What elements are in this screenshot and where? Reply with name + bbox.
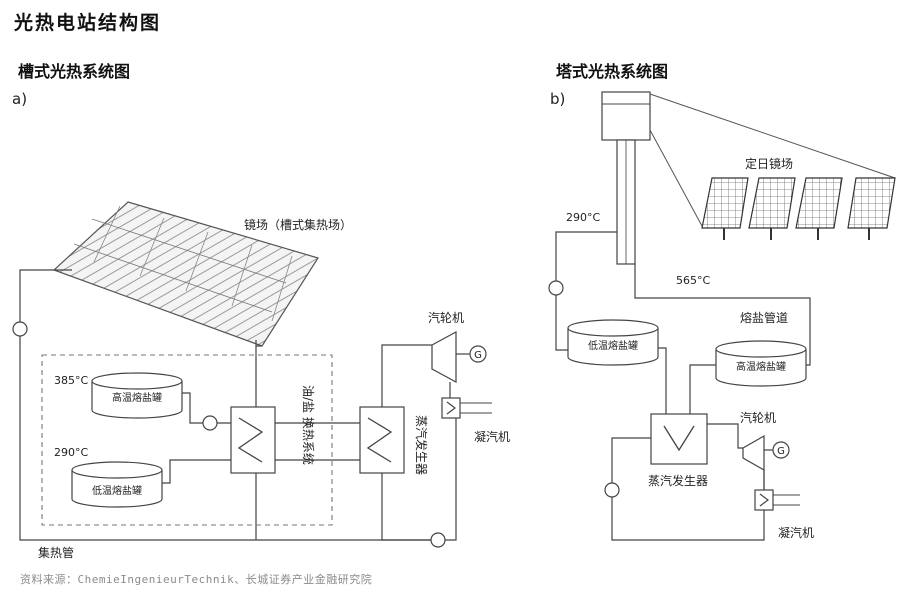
tower-steam-generator-icon (650, 413, 708, 465)
tower-receiver-icon (601, 91, 651, 265)
tower-hot-tank-label: 高温熔盐罐 (736, 360, 786, 373)
trough-mirror-field-label: 镜场（槽式集热场） (244, 217, 352, 232)
trough-oil-salt-exchanger-label: 油/盐 换热系统 (301, 385, 315, 465)
tower-heliostat-field (701, 177, 896, 240)
tower-condenser-icon (754, 489, 774, 511)
source-note: 资料来源：ChemieIngenieurTechnik、长城证券产业金融研究院 (20, 573, 373, 586)
trough-generator-symbol: G (474, 350, 482, 361)
trough-steam-generator-icon (359, 406, 405, 474)
trough-condenser-icon (441, 397, 461, 419)
tower-generator-icon (772, 441, 790, 459)
trough-feed-pump-icon (430, 532, 446, 548)
trough-turbine-icon (431, 330, 457, 384)
tower-turbine-icon (742, 434, 765, 472)
tower-temp-high: 565°C (676, 274, 710, 287)
tower-title: 塔式光热系统图 (556, 62, 669, 81)
tower-turbine-label: 汽轮机 (740, 410, 776, 425)
tower-heliostat-label: 定日镜场 (745, 156, 793, 171)
trough-storage-boundary (41, 354, 333, 526)
trough-title: 槽式光热系统图 (18, 62, 131, 81)
tower-cold-tank-icon (567, 319, 659, 366)
trough-condenser-label: 凝汽机 (474, 429, 510, 444)
trough-panel-tag: a) (12, 90, 27, 108)
page-title: 光热电站结构图 (14, 12, 162, 34)
trough-cold-temp: 290°C (54, 446, 88, 459)
trough-salt-pump-icon (202, 415, 218, 431)
tower-generator-symbol: G (777, 446, 785, 457)
trough-collector-pipe-label: 集热管 (38, 545, 74, 560)
trough-hot-tank-label: 高温熔盐罐 (112, 391, 162, 404)
tower-hot-tank-icon (715, 340, 807, 387)
trough-cold-tank-icon (71, 461, 163, 508)
trough-collector-loop (19, 269, 438, 541)
trough-hot-tank-icon (91, 372, 183, 419)
tower-condenser-label: 凝汽机 (778, 525, 814, 540)
trough-oil-salt-exchanger-icon (230, 406, 276, 474)
trough-pump-icon (12, 321, 28, 337)
tower-panel-tag: b) (550, 90, 565, 108)
tower-salt-pipe-label: 熔盐管道 (740, 310, 788, 325)
trough-generator-icon (469, 345, 487, 363)
trough-hot-temp: 385°C (54, 374, 88, 387)
trough-turbine-label: 汽轮机 (428, 310, 464, 325)
trough-cold-tank-label: 低温熔盐罐 (92, 484, 142, 497)
tower-cold-tank-label: 低温熔盐罐 (588, 339, 638, 352)
trough-steam-generator-label: 蒸汽发生器 (414, 415, 429, 475)
tower-temp-low: 290°C (566, 211, 600, 224)
tower-salt-pump-icon (548, 280, 564, 296)
tower-steam-generator-label: 蒸汽发生器 (648, 473, 708, 488)
tower-feed-pump-icon (604, 482, 620, 498)
